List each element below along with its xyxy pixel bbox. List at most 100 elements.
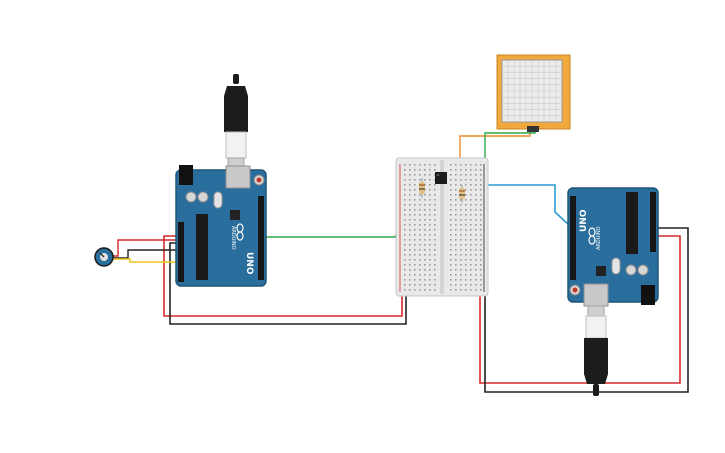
breadboard-hole — [409, 219, 411, 221]
breadboard-hole — [414, 229, 416, 231]
breadboard-hole — [429, 189, 431, 191]
breadboard-hole — [434, 244, 436, 246]
breadboard-hole — [465, 169, 467, 171]
breadboard-hole — [414, 234, 416, 236]
breadboard-hole — [450, 274, 452, 276]
breadboard-hole — [465, 199, 467, 201]
breadboard-hole — [419, 209, 421, 211]
breadboard-hole — [450, 164, 452, 166]
breadboard-hole — [470, 219, 472, 221]
breadboard-hole — [450, 229, 452, 231]
breadboard-hole — [465, 224, 467, 226]
breadboard-hole — [450, 199, 452, 201]
breadboard-hole — [460, 164, 462, 166]
ic-chip-icon[interactable] — [435, 172, 447, 184]
breadboard-hole — [480, 189, 482, 191]
breadboard-hole — [480, 264, 482, 266]
breadboard-hole — [414, 254, 416, 256]
breadboard-hole — [465, 174, 467, 176]
arduino-uno-right[interactable]: ARDUINO UNO — [567, 187, 659, 396]
breadboard-hole — [419, 194, 421, 196]
wire-red-pot[interactable] — [108, 239, 178, 257]
breadboard-hole — [434, 249, 436, 251]
breadboard-hole — [460, 259, 462, 261]
arduino-uno-left[interactable]: ARDUINO UNO — [175, 74, 267, 287]
touch-panel-grid — [502, 60, 562, 122]
breadboard-hole — [414, 264, 416, 266]
breadboard-hole — [434, 179, 436, 181]
breadboard-hole — [465, 189, 467, 191]
wire-green-signal[interactable] — [265, 199, 416, 238]
breadboard-hole — [465, 229, 467, 231]
breadboard-hole — [455, 179, 457, 181]
breadboard-hole — [460, 284, 462, 286]
breadboard-hole — [470, 209, 472, 211]
breadboard-hole — [475, 219, 477, 221]
resistor-2-icon[interactable] — [459, 185, 465, 203]
breadboard-hole — [409, 224, 411, 226]
breadboard-hole — [450, 259, 452, 261]
breadboard-hole — [404, 199, 406, 201]
wire-black-left[interactable] — [169, 242, 407, 325]
breadboard-hole — [434, 214, 436, 216]
breadboard-hole — [404, 209, 406, 211]
breadboard-hole — [424, 269, 426, 271]
breadboard-hole — [404, 189, 406, 191]
wire-yellow-pot[interactable] — [108, 258, 178, 263]
breadboard-hole — [480, 279, 482, 281]
breadboard-hole — [414, 174, 416, 176]
breadboard-hole — [460, 229, 462, 231]
breadboard-hole — [429, 214, 431, 216]
breadboard-hole — [475, 209, 477, 211]
breadboard-hole — [424, 209, 426, 211]
breadboard-hole — [470, 239, 472, 241]
board-model-right: UNO — [579, 209, 589, 232]
breadboard[interactable] — [395, 157, 489, 297]
wire-black-pot[interactable] — [108, 249, 178, 259]
breadboard-hole — [419, 284, 421, 286]
breadboard-hole — [480, 219, 482, 221]
breadboard-hole — [434, 239, 436, 241]
breadboard-hole — [470, 259, 472, 261]
wire-red-right[interactable] — [479, 235, 681, 384]
breadboard-hole — [404, 219, 406, 221]
breadboard-hole — [475, 164, 477, 166]
resistor-icon[interactable] — [419, 178, 425, 198]
board-model-left: UNO — [244, 252, 254, 275]
breadboard-hole — [419, 224, 421, 226]
potentiometer-icon[interactable] — [94, 247, 114, 267]
breadboard-hole — [414, 284, 416, 286]
breadboard-hole — [434, 219, 436, 221]
wire-blue-signal[interactable] — [467, 184, 571, 227]
breadboard-hole — [450, 179, 452, 181]
breadboard-hole — [414, 194, 416, 196]
breadboard-hole — [475, 274, 477, 276]
breadboard-hole — [475, 204, 477, 206]
breadboard-hole — [465, 264, 467, 266]
breadboard-hole — [424, 279, 426, 281]
breadboard-hole — [404, 264, 406, 266]
breadboard-hole — [450, 249, 452, 251]
breadboard-hole — [409, 249, 411, 251]
breadboard-hole — [434, 164, 436, 166]
breadboard-hole — [455, 199, 457, 201]
breadboard-hole — [404, 249, 406, 251]
breadboard-hole — [434, 259, 436, 261]
breadboard-hole — [419, 249, 421, 251]
breadboard-hole — [424, 204, 426, 206]
breadboard-hole — [480, 214, 482, 216]
wire-black-right[interactable] — [484, 227, 689, 393]
breadboard-hole — [480, 164, 482, 166]
breadboard-hole — [465, 284, 467, 286]
breadboard-hole — [455, 239, 457, 241]
breadboard-hole — [404, 169, 406, 171]
breadboard-hole — [409, 234, 411, 236]
breadboard-hole — [404, 184, 406, 186]
touch-panel-icon[interactable] — [496, 54, 571, 132]
breadboard-hole — [434, 284, 436, 286]
breadboard-hole — [460, 169, 462, 171]
wire-red-left[interactable] — [163, 235, 403, 317]
breadboard-hole — [434, 204, 436, 206]
breadboard-hole — [455, 164, 457, 166]
